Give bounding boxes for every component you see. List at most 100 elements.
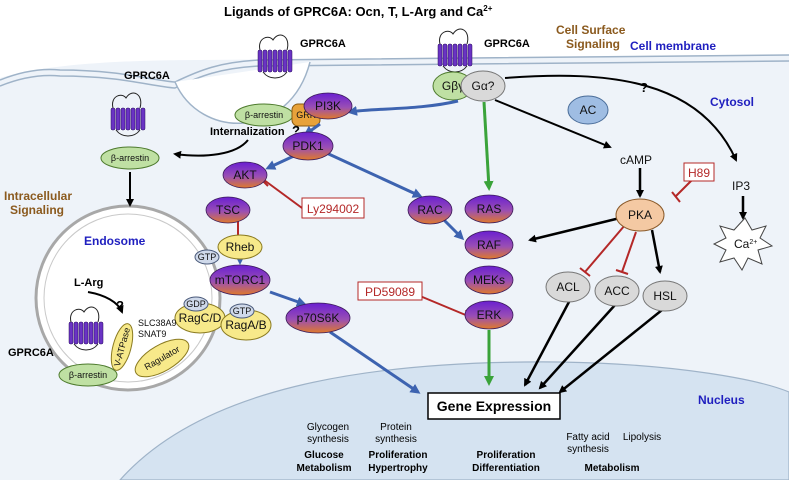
ip3-label: IP3 — [732, 179, 750, 193]
pd59089-box — [357, 281, 423, 301]
svg-text:Proliferation: Proliferation — [369, 450, 428, 461]
arrow-acc-gene — [538, 304, 616, 390]
tsc-label: TSC — [216, 203, 240, 217]
svg-text:Differentiation: Differentiation — [472, 463, 540, 474]
transmembrane-helix — [452, 43, 458, 67]
arrow-p70s6k-gene — [329, 330, 421, 394]
svg-text:ACC: ACC — [604, 284, 630, 298]
arrow-galpha-ras — [482, 101, 494, 191]
arrow-to-camp — [494, 99, 612, 149]
svg-text:H89: H89 — [688, 166, 710, 180]
svg-text:synthesis: synthesis — [307, 434, 349, 445]
svg-text:?: ? — [640, 80, 648, 95]
transmembrane-helix — [110, 107, 116, 131]
svg-text:Metabolism: Metabolism — [584, 463, 639, 474]
transmembrane-helix — [462, 43, 468, 67]
transmembrane-helix — [83, 321, 89, 345]
ras-node — [464, 194, 514, 224]
region-cell-surface-2: Signaling — [566, 37, 620, 51]
svg-text:Proliferation: Proliferation — [477, 450, 536, 461]
mtorc1-node — [209, 264, 271, 296]
svg-text:Hypertrophy: Hypertrophy — [368, 463, 428, 474]
region-intracellular-2: Signaling — [10, 203, 64, 217]
akt-label: AKT — [233, 168, 257, 182]
svg-text:GDP: GDP — [186, 299, 206, 309]
gprc6a-receptor-icon — [257, 34, 293, 79]
hsl-node — [642, 280, 688, 312]
svg-text:Gα?: Gα? — [472, 79, 495, 93]
svg-text:GRK: GRK — [296, 110, 316, 120]
transmembrane-helix — [93, 321, 99, 345]
raf-node — [464, 230, 514, 260]
outcome-labels: Glycogen synthesis Protein synthesis Fat… — [296, 422, 661, 474]
meks-node — [464, 265, 514, 295]
transmembrane-helix — [88, 321, 94, 345]
calcium-burst-icon — [712, 217, 774, 271]
svg-text:Glycogen: Glycogen — [307, 422, 349, 433]
ragulator-node — [134, 338, 190, 378]
transmembrane-helix — [277, 49, 283, 73]
svg-text:synthesis: synthesis — [375, 434, 417, 445]
arrow-pka-hsl — [650, 229, 663, 274]
transmembrane-helix — [267, 49, 273, 73]
svg-text:Glucose: Glucose — [304, 450, 344, 461]
svg-text:Gene Expression: Gene Expression — [437, 398, 551, 414]
erk-node — [464, 300, 514, 330]
svg-text:RagC/D: RagC/D — [179, 311, 222, 325]
slc38a9-label: SLC38A9 — [138, 318, 177, 328]
gdp-ragcd — [183, 296, 209, 312]
transmembrane-helix — [457, 43, 463, 67]
region-nucleus: Nucleus — [698, 393, 745, 407]
transmembrane-helix — [272, 49, 278, 73]
svg-text:GTP: GTP — [198, 252, 217, 262]
acc-node — [594, 275, 640, 307]
svg-text:β-arrestin: β-arrestin — [69, 370, 107, 380]
gprc6a-receptor-icon — [68, 306, 104, 351]
receptor-loops — [112, 92, 142, 137]
arrow-acl-gene — [523, 299, 572, 387]
l-arg-label: L-Arg — [74, 277, 103, 289]
nucleus — [119, 361, 789, 480]
svg-text:RagA/B: RagA/B — [225, 318, 266, 332]
arrow-pdk1-rac — [319, 148, 423, 198]
transmembrane-helix — [282, 49, 288, 73]
pdk1-node — [282, 131, 334, 161]
arrow-galpha-pi3k — [347, 99, 459, 116]
akt-node — [222, 161, 268, 189]
svg-text:Lipolysis: Lipolysis — [623, 432, 661, 443]
gprc6a-receptor-icon — [437, 28, 473, 73]
transmembrane-helix — [130, 107, 136, 131]
transmembrane-helix — [73, 321, 79, 345]
arrow-internalization — [173, 139, 249, 159]
pi3k-node — [303, 92, 353, 120]
region-cell-membrane: Cell membrane — [630, 39, 716, 53]
svg-text:ACL: ACL — [556, 280, 580, 294]
svg-text:β-arrestin: β-arrestin — [111, 153, 149, 163]
gene-expression-box — [427, 392, 561, 420]
pdk1-label: PDK1 — [292, 139, 324, 153]
camp-label: cAMP — [620, 153, 652, 167]
transmembrane-helix — [125, 107, 131, 131]
g-alpha — [460, 70, 506, 102]
internalization-label: Internalization — [210, 126, 285, 138]
arrow-hsl-gene — [558, 309, 663, 394]
cell-membrane-line — [0, 54, 789, 83]
svg-text:PD59089: PD59089 — [365, 285, 415, 299]
endosome-question: ? — [116, 298, 124, 313]
receptor-label-left: GPRC6A — [124, 70, 170, 82]
transmembrane-helix — [262, 49, 268, 73]
tsc-node — [205, 196, 251, 224]
arrow-pdk1-akt — [265, 153, 297, 170]
region-intracellular: Intracellular — [4, 189, 72, 203]
receptor-loops — [259, 34, 289, 79]
p70s6k-node — [285, 302, 351, 334]
transmembrane-helix — [442, 43, 448, 67]
snat9-label: SNAT9 — [138, 329, 166, 339]
arrow-to-ip3 — [504, 74, 738, 162]
receptor-loops — [70, 306, 100, 351]
svg-text:Ly294002: Ly294002 — [307, 202, 360, 216]
raf-label: RAF — [477, 238, 501, 252]
transmembrane-helix — [447, 43, 453, 67]
